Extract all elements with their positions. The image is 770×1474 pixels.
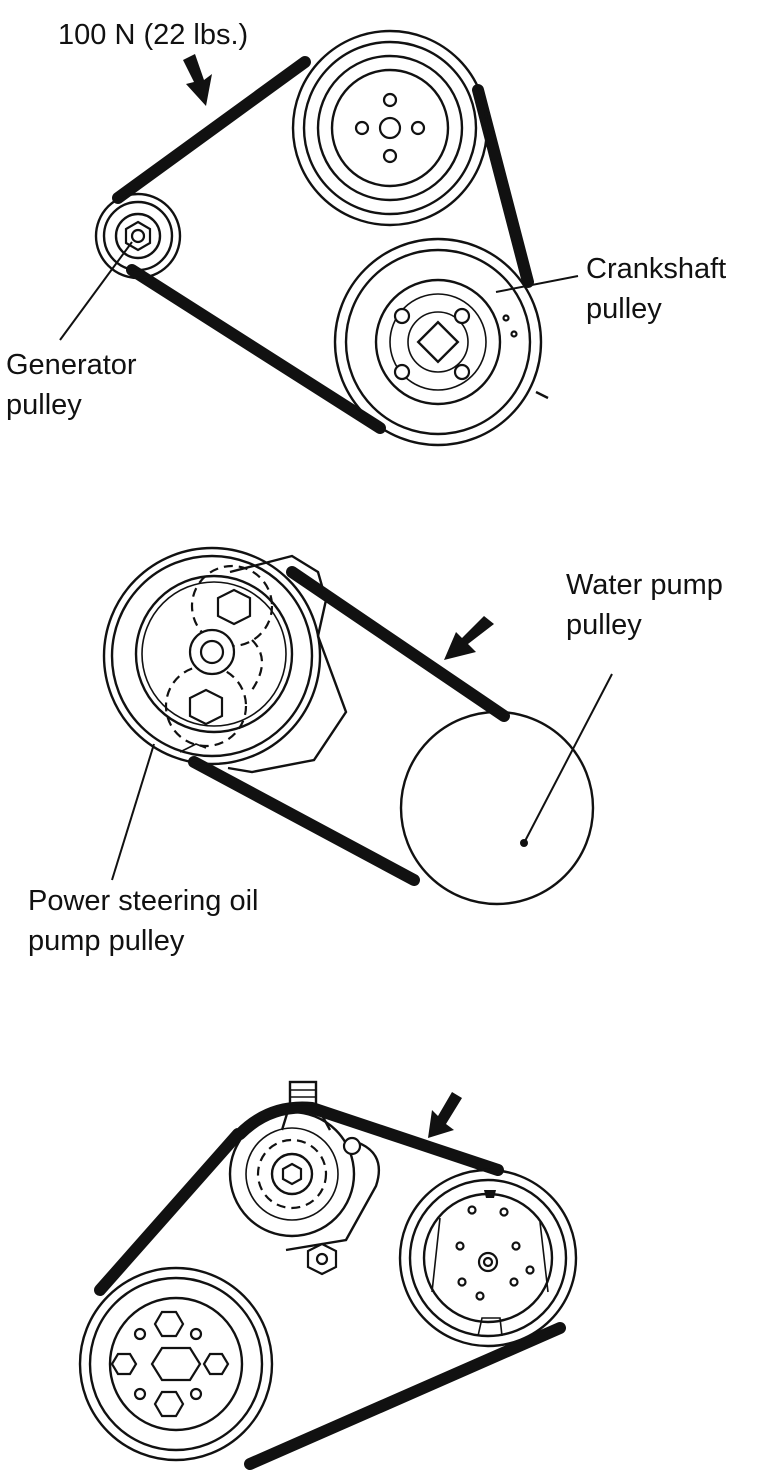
generator-leader-line <box>59 241 133 341</box>
power-steering-leader-line <box>111 743 155 881</box>
generator-pulley <box>94 192 182 280</box>
crankshaft-pulley <box>333 237 549 447</box>
water-pump-leader-line <box>523 673 613 844</box>
top-belt-diagram: 100 N (22 lbs.) Generator pulley Cranksh… <box>6 19 726 447</box>
bottom-crank-pulley <box>78 1266 274 1462</box>
crankshaft-leader-line <box>495 275 579 293</box>
bottom-tension-arrow <box>428 1092 462 1138</box>
top-tension-arrow <box>183 54 212 106</box>
tensioner-pulley <box>228 1080 381 1276</box>
crankshaft-label-2: pulley <box>586 293 662 325</box>
right-pulley <box>398 1168 578 1348</box>
generator-label-1: Generator <box>6 349 137 381</box>
water-pump-pulley <box>399 710 595 906</box>
middle-belt-diagram: Water pump pulley Power steering oil pum… <box>28 546 723 957</box>
power-steering-pulley <box>102 546 322 766</box>
water-pump-label-1: Water pump <box>566 569 723 601</box>
power-steering-label-1: Power steering oil <box>28 885 259 917</box>
middle-belt <box>188 566 510 886</box>
crankshaft-label-1: Crankshaft <box>586 253 726 285</box>
power-steering-label-2: pump pulley <box>28 925 185 957</box>
middle-tension-arrow <box>444 616 494 660</box>
bottom-belt <box>94 1101 566 1470</box>
tension-label: 100 N (22 lbs.) <box>58 19 248 51</box>
upper-idler-pulley <box>291 29 489 227</box>
bottom-belt-diagram <box>78 1080 578 1470</box>
water-pump-label-2: pulley <box>566 609 642 641</box>
generator-label-2: pulley <box>6 389 82 421</box>
